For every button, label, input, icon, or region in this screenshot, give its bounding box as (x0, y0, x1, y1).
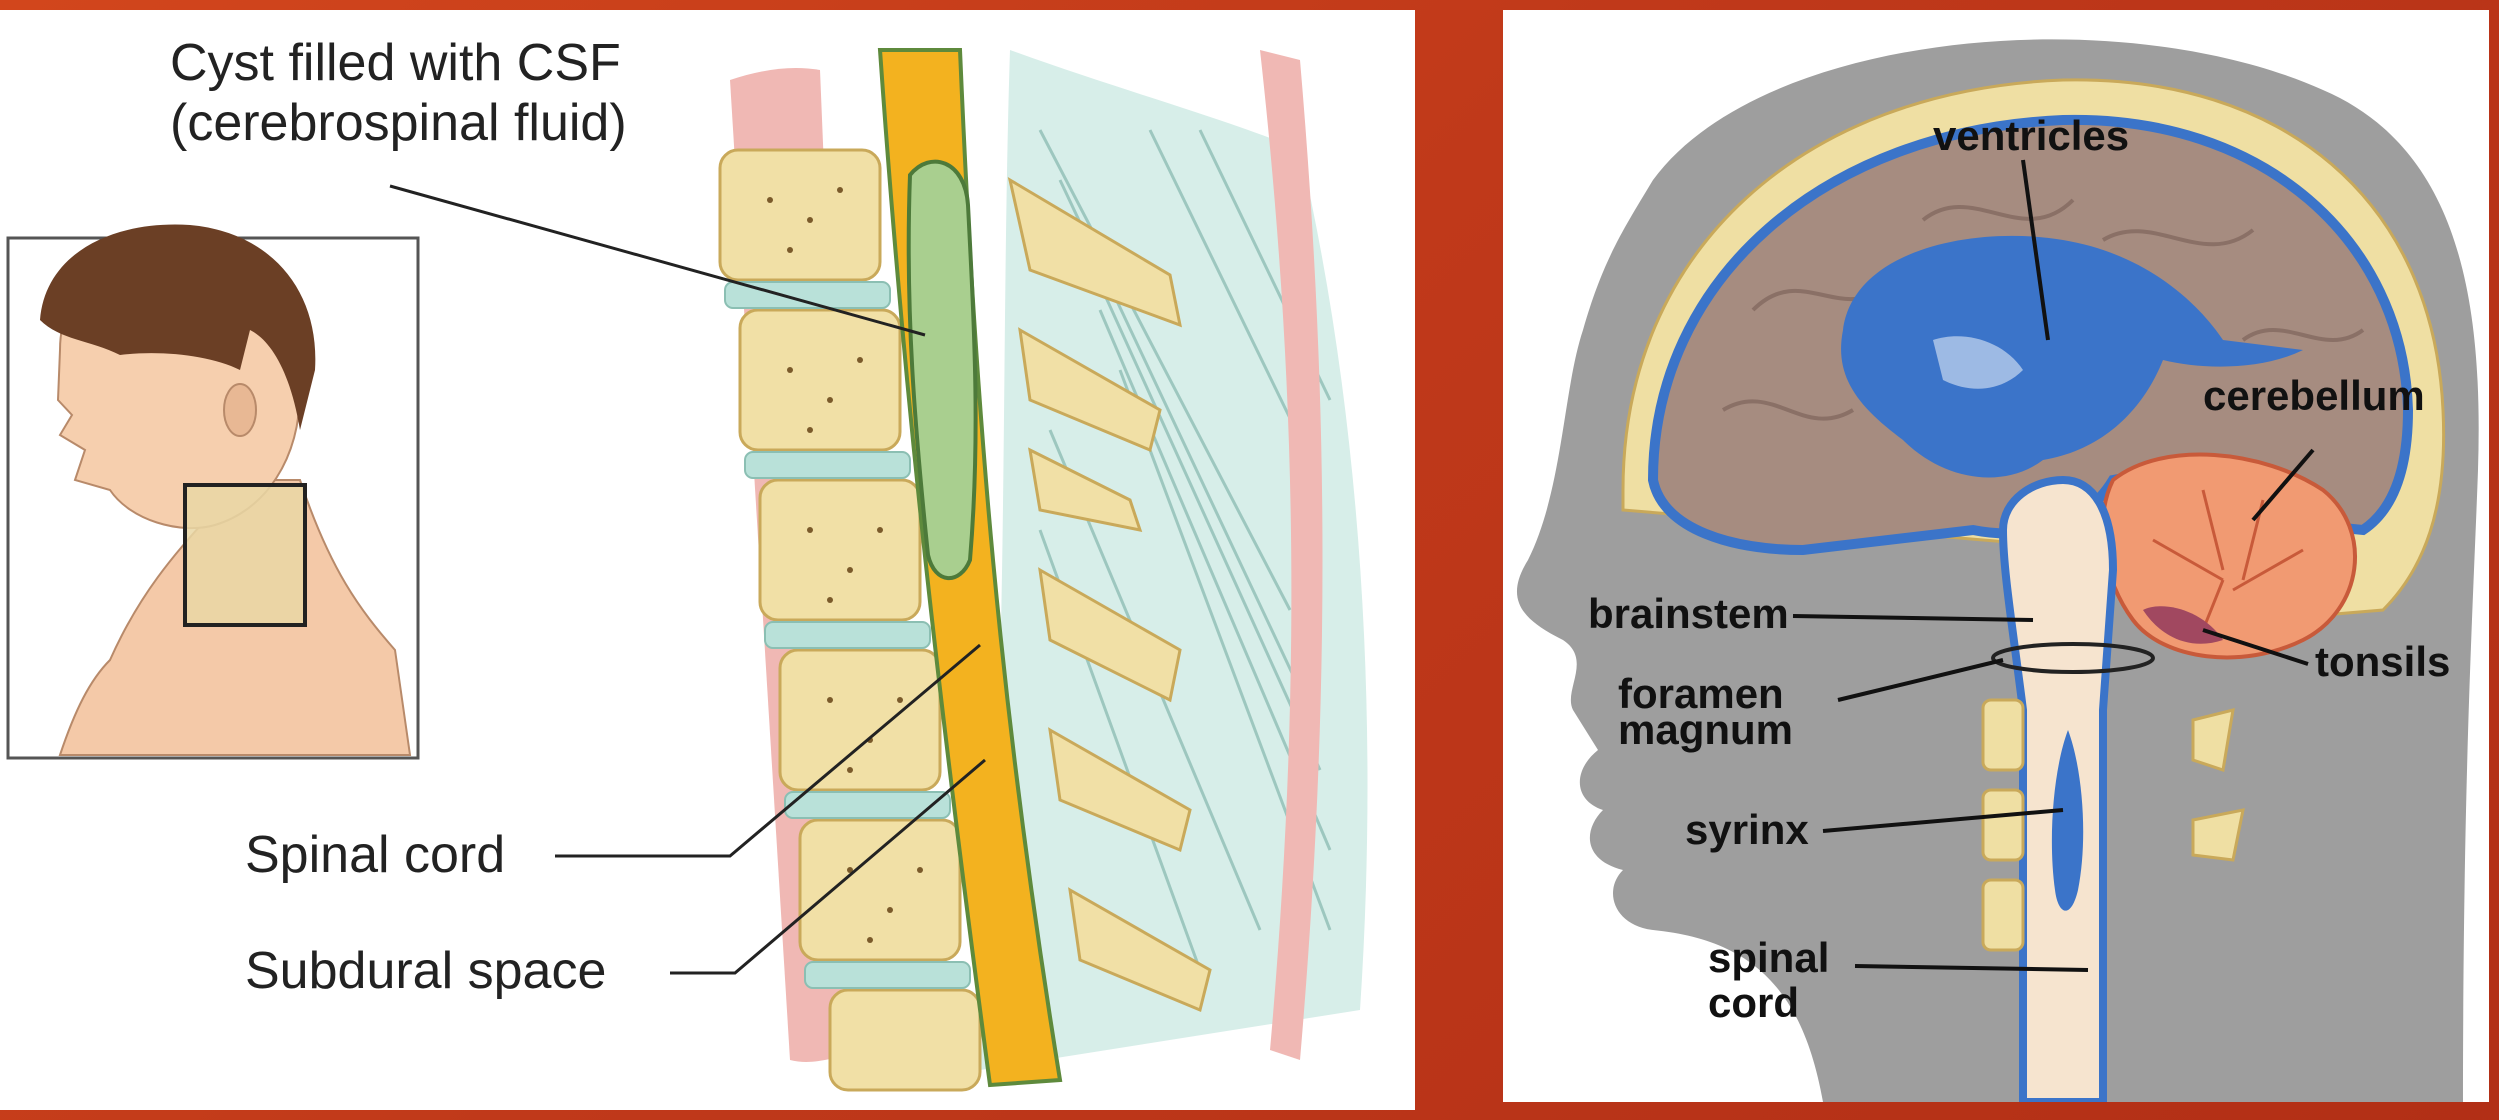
cerebellum-label: cerebellum (2203, 372, 2425, 419)
subdural-space-leader-line (670, 758, 986, 975)
cyst-label-line1: Cyst filled with CSF (170, 34, 621, 92)
magnum-label: magnum (1618, 706, 1793, 753)
brain-illustration-panel: ventricles cerebellum brainstem tonsils … (1503, 10, 2489, 1102)
cord-label: cord (1708, 979, 1799, 1026)
spine-illustration-panel: Cyst filled with CSF (cerebrospinal flui… (0, 10, 1415, 1110)
tonsils-label: tonsils (2315, 638, 2450, 685)
cerebellum-leader-line (2251, 448, 2315, 522)
cyst-leader-line (389, 184, 926, 337)
ventricles-shape (1841, 235, 2303, 478)
subdural-space-label: Subdural space (245, 942, 606, 1000)
brainstem-label: brainstem (1588, 590, 1789, 637)
spine-cross-section (718, 48, 1368, 1092)
syrinx-label: syrinx (1685, 806, 1809, 853)
head-inset (6, 224, 420, 760)
spinal-label: spinal (1708, 934, 1829, 981)
syrinx-shape (2051, 730, 2084, 911)
foramen-leader-line (1837, 658, 2004, 702)
cerebellum-shape (2100, 452, 2357, 660)
spinal-cord-leader-line (1854, 964, 2089, 972)
spinal-cord-leader-line (555, 643, 981, 858)
foramen-label: foramen (1618, 670, 1784, 717)
spine-illustration: Cyst filled with CSF (cerebrospinal flui… (6, 34, 1368, 1092)
brain-illustration: ventricles cerebellum brainstem tonsils … (1516, 39, 2479, 1102)
ventricles-leader-line (2021, 159, 2050, 341)
tonsils-leader-line (2202, 628, 2309, 666)
ventricles-label: ventricles (1933, 112, 2129, 159)
spinal-cord-label: Spinal cord (245, 826, 505, 884)
cyst-label-line2: (cerebrospinal fluid) (170, 94, 627, 152)
syrinx-leader-line (1822, 808, 2064, 833)
brainstem-leader-line (1792, 614, 2034, 622)
